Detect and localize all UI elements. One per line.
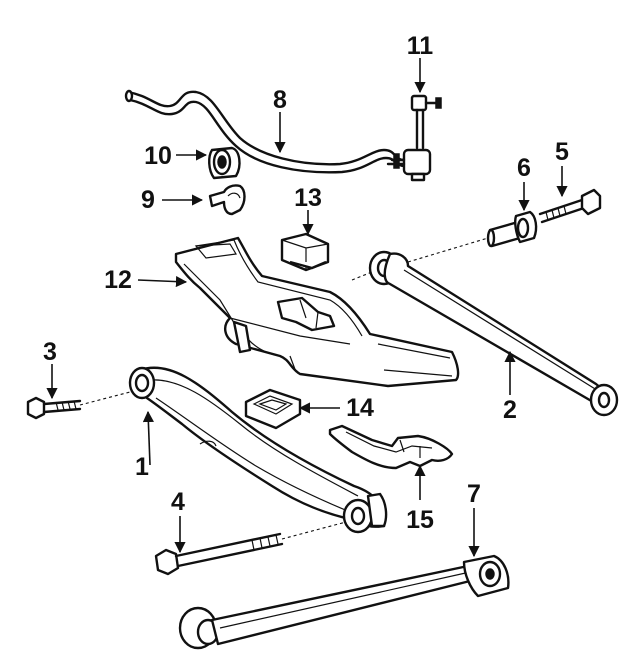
callout-2: 2 bbox=[503, 396, 517, 424]
bolt-5 bbox=[538, 188, 602, 224]
callout-14: 14 bbox=[346, 394, 374, 422]
bushing-sleeve bbox=[407, 210, 538, 263]
callout-12: 12 bbox=[104, 266, 132, 294]
callout-numbers: 1 2 3 4 5 6 7 8 9 10 11 12 13 14 15 bbox=[43, 32, 569, 534]
callout-1: 1 bbox=[135, 453, 149, 481]
callout-11: 11 bbox=[407, 32, 434, 60]
callout-9: 9 bbox=[141, 186, 155, 214]
callout-10: 10 bbox=[144, 142, 172, 170]
crossmember bbox=[174, 236, 460, 388]
callout-15: 15 bbox=[406, 506, 434, 534]
callout-6: 6 bbox=[517, 154, 531, 182]
bracket-plate bbox=[328, 424, 454, 470]
lower-control-arm bbox=[128, 366, 388, 534]
rubber-block bbox=[280, 232, 330, 272]
callout-4: 4 bbox=[171, 488, 185, 516]
callout-3: 3 bbox=[43, 338, 57, 366]
stabilizer-bar bbox=[124, 89, 406, 174]
bushing-bracket bbox=[208, 184, 246, 216]
lateral-rod bbox=[351, 250, 619, 417]
bolt-4 bbox=[154, 521, 347, 576]
callout-13: 13 bbox=[294, 184, 322, 212]
small-mount bbox=[244, 388, 302, 430]
callout-8: 8 bbox=[273, 86, 287, 114]
bolt-3 bbox=[26, 391, 131, 420]
callout-5: 5 bbox=[555, 138, 569, 166]
callout-7: 7 bbox=[467, 480, 481, 508]
stabilizer-bushing bbox=[208, 146, 241, 180]
trailing-arm bbox=[178, 554, 510, 650]
leader-lines bbox=[46, 58, 568, 558]
stabilizer-link bbox=[386, 94, 442, 182]
